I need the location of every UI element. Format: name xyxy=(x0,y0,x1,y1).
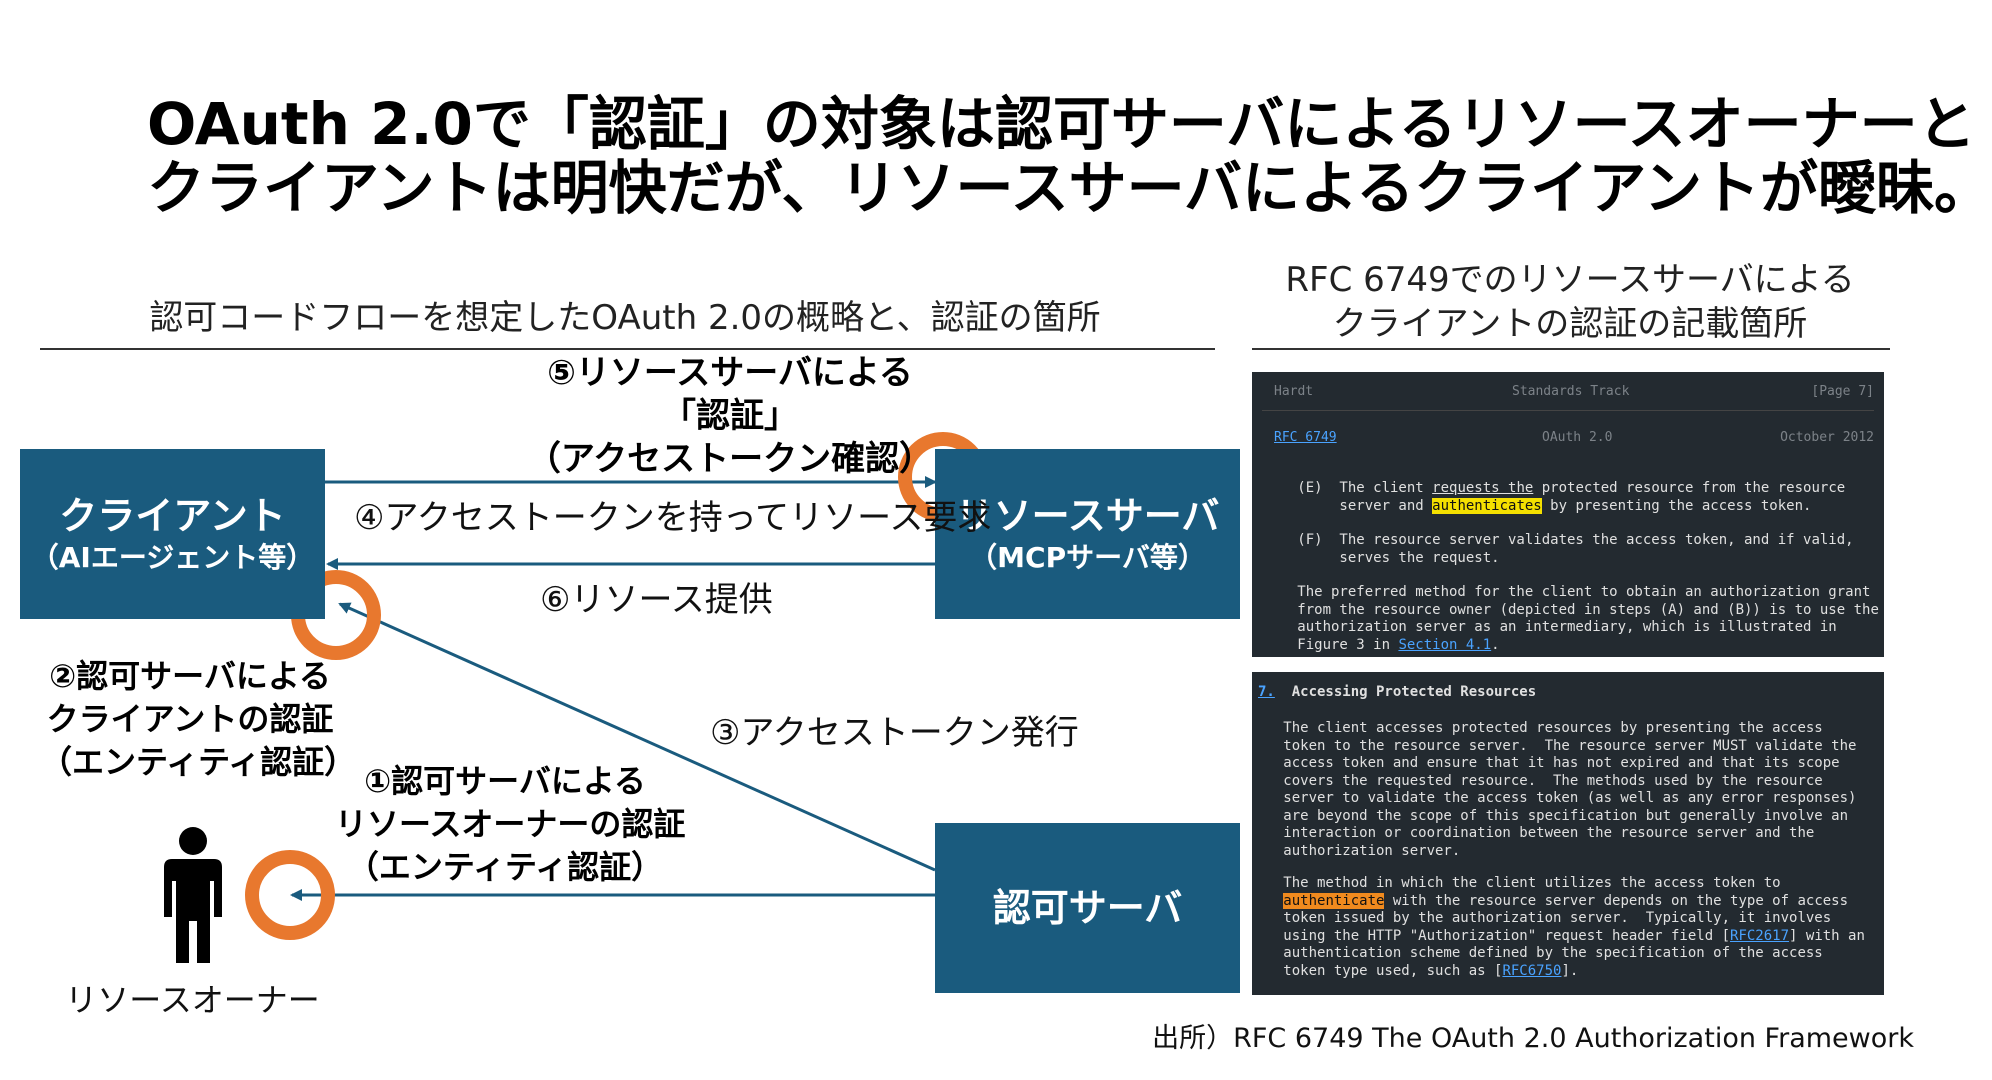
rfc-paragraph-preferred: The preferred method for the client to o… xyxy=(1272,584,1879,654)
rfc-step-e-line-1: (E) The client requests the protected re… xyxy=(1272,480,1846,496)
resource-server-box: リソースサーバ （MCPサーバ等） xyxy=(935,449,1240,619)
rfc-section-heading: 7. Accessing Protected Resources xyxy=(1258,684,1537,700)
rfc-paragraph-line-4: Figure 3 in Section 4.1. xyxy=(1272,636,1500,653)
rfc-p2-line: token issued by the authorization server… xyxy=(1258,910,1832,926)
step5-line-2: 「認証」 xyxy=(662,396,798,436)
step1-line-2: リソースオーナーの認証 xyxy=(335,805,686,843)
auth-server-box: 認可サーバ xyxy=(935,823,1240,993)
step5-line-3: （アクセストークン確認） xyxy=(526,439,934,479)
step1-line-3: （エンティティ認証） xyxy=(346,848,664,886)
step5-label: ⑤リソースサーバによる 「認証」 （アクセストークン確認） xyxy=(520,352,940,481)
rfc-p1-line: token to the resource server. The resour… xyxy=(1258,737,1857,754)
rfc-p2-line: authentication scheme defined by the spe… xyxy=(1258,945,1823,961)
person-icon xyxy=(164,827,222,963)
rfc2617-link[interactable]: RFC2617 xyxy=(1730,927,1790,944)
rfc-p2-line: The method in which the client utilizes … xyxy=(1258,875,1781,891)
step4-label: ④アクセストークンを持ってリソース要求 xyxy=(354,498,992,538)
right-heading-line-1: RFC 6749でのリソースサーバによる xyxy=(1285,260,1855,300)
rfc-page-divider xyxy=(1262,410,1874,411)
rfc-step-f-line-1: (F) The resource server validates the ac… xyxy=(1272,532,1854,548)
rfc-footer-right: [Page 7] xyxy=(1811,384,1874,399)
rfc-p1-line: The client accesses protected resources … xyxy=(1258,720,1823,736)
client-label: クライアント xyxy=(59,494,286,538)
page-title: OAuth 2.0で「認証」の対象は認可サーバによるリソースオーナーと クライア… xyxy=(147,90,1992,222)
title-line-2: クライアントは明快だが、リソースサーバによるクライアントが曖昧。 xyxy=(147,154,1992,222)
rfc-step-e-line-2: server and authenticates by presenting t… xyxy=(1272,497,1812,514)
step3-label: ③アクセストークン発行 xyxy=(710,713,1079,753)
step5-line-1: ⑤リソースサーバによる xyxy=(547,353,913,393)
source-citation: 出所）RFC 6749 The OAuth 2.0 Authorization … xyxy=(1152,1023,1914,1054)
section-4-1-link[interactable]: Section 4.1 xyxy=(1398,636,1492,653)
highlight-authenticate: authenticate xyxy=(1283,892,1385,909)
rfc-header-center: OAuth 2.0 xyxy=(1542,430,1613,445)
rfc-header-right: October 2012 xyxy=(1780,430,1874,445)
rfc-p1-line: server to validate the access token (as … xyxy=(1258,790,1857,806)
right-section-heading: RFC 6749でのリソースサーバによる クライアントの認証の記載箇所 xyxy=(1250,258,1890,346)
rfc6750-link[interactable]: RFC6750 xyxy=(1502,962,1562,979)
step2-line-1: ②認可サーバによる xyxy=(49,657,331,695)
highlight-circle-step1 xyxy=(245,850,335,940)
section-7-link[interactable]: 7. xyxy=(1258,684,1275,700)
title-line-1: OAuth 2.0で「認証」の対象は認可サーバによるリソースオーナーと xyxy=(147,90,1976,158)
rfc-step-e: (E) The client requests the protected re… xyxy=(1272,480,1845,515)
right-heading-line-2: クライアントの認証の記載箇所 xyxy=(1332,304,1808,344)
step2-label: ②認可サーバによる クライアントの認証 （エンティティ認証） xyxy=(40,655,357,784)
auth-server-label: 認可サーバ xyxy=(992,886,1183,930)
client-sublabel: （AIエージェント等） xyxy=(30,541,315,574)
resource-owner-label: リソースオーナー xyxy=(65,981,320,1019)
rfc-p1-line: authorization server. xyxy=(1258,842,1461,859)
rfc-paragraph-line-1: The preferred method for the client to o… xyxy=(1272,584,1871,600)
step1-label: ①認可サーバによる リソースオーナーの認証 （エンティティ認証） xyxy=(335,760,686,889)
rfc-p2-line: using the HTTP "Authorization" request h… xyxy=(1258,927,1865,944)
step1-line-1: ①認可サーバによる xyxy=(364,762,646,800)
step2-line-2: クライアントの認証 xyxy=(46,700,334,738)
step6-label: ⑥リソース提供 xyxy=(540,580,773,620)
rfc-p2-line: authenticate with the resource server de… xyxy=(1283,892,1849,909)
rfc-footer-center: Standards Track xyxy=(1512,384,1630,399)
left-heading-divider xyxy=(40,348,1215,350)
rfc-p1-line: are beyond the scope of this specificati… xyxy=(1258,807,1849,824)
rfc-paragraph-line-2: from the resource owner (depicted in ste… xyxy=(1272,601,1879,618)
rfc-p1-line: access token and ensure that it has not … xyxy=(1258,755,1840,771)
step2-line-3: （エンティティ認証） xyxy=(40,743,357,781)
resource-server-sublabel: （MCPサーバ等） xyxy=(969,541,1206,574)
rfc-section-7-paragraph-2: The method in which the client utilizes … xyxy=(1258,875,1865,980)
right-heading-divider xyxy=(1252,348,1890,350)
rfc-p1-line: covers the requested resource. The metho… xyxy=(1258,772,1823,789)
highlight-authenticates: authenticates xyxy=(1432,497,1542,514)
rfc-footer-left: Hardt xyxy=(1274,384,1314,399)
rfc-section-7-paragraph-1: The client accesses protected resources … xyxy=(1258,720,1856,860)
rfc-p1-line: interaction or coordination between the … xyxy=(1258,825,1815,841)
resource-server-label: リソースサーバ xyxy=(955,494,1220,538)
rfc-p2-line: token type used, such as [RFC6750]. xyxy=(1258,962,1579,979)
rfc-header-left: RFC 6749 xyxy=(1274,429,1337,447)
rfc-step-f: (F) The resource server validates the ac… xyxy=(1272,532,1854,567)
rfc-6749-link[interactable]: RFC 6749 xyxy=(1274,430,1337,445)
client-box: クライアント （AIエージェント等） xyxy=(20,449,325,619)
arrow-token-issue xyxy=(338,602,936,872)
rfc-paragraph-line-3: authorization server as an intermediary,… xyxy=(1272,619,1837,635)
rfc-excerpt-bottom: 7. Accessing Protected Resources The cli… xyxy=(1252,672,1884,995)
rfc-step-f-line-2: serves the request. xyxy=(1272,549,1500,566)
left-section-heading: 認可コードフローを想定したOAuth 2.0の概略と、認証の箇所 xyxy=(149,298,1101,338)
rfc-excerpt-top: Hardt Standards Track [Page 7] RFC 6749 … xyxy=(1252,372,1884,657)
